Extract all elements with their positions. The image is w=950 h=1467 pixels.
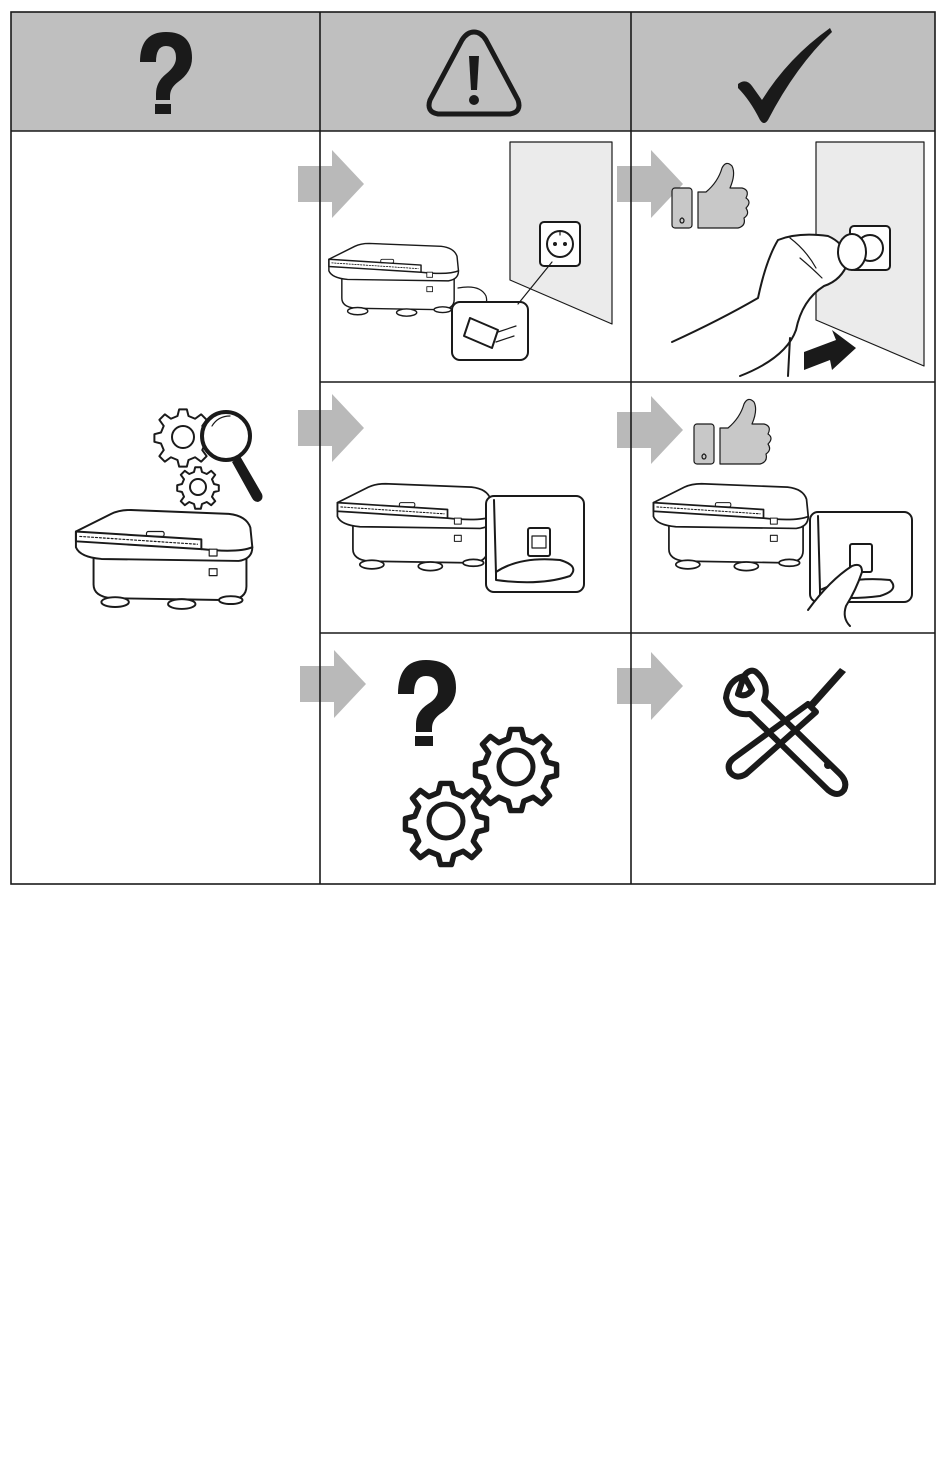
thumbs-up-icon — [694, 399, 771, 464]
row-1 — [298, 142, 924, 376]
device-power-switch-illustration — [337, 484, 584, 592]
row-3 — [300, 650, 846, 865]
press-power-switch-thumbs-up-illustration — [653, 484, 912, 626]
wrench-screwdriver-icon — [726, 668, 846, 794]
arrow-icon — [617, 396, 683, 464]
device-plug-socket-illustration — [329, 142, 612, 360]
arrow-icon — [300, 650, 366, 718]
plug-inserted-thumbs-up-illustration — [672, 142, 924, 376]
arrow-icon — [298, 394, 364, 462]
table-grid — [11, 12, 935, 884]
row-2 — [298, 394, 912, 626]
gears-magnifier-device-illustration — [76, 409, 263, 609]
thumbs-up-icon — [672, 163, 749, 228]
question-gears-icon — [398, 660, 557, 865]
arrow-icon — [617, 652, 683, 720]
header-row — [11, 12, 935, 131]
arrow-icon — [298, 150, 364, 218]
